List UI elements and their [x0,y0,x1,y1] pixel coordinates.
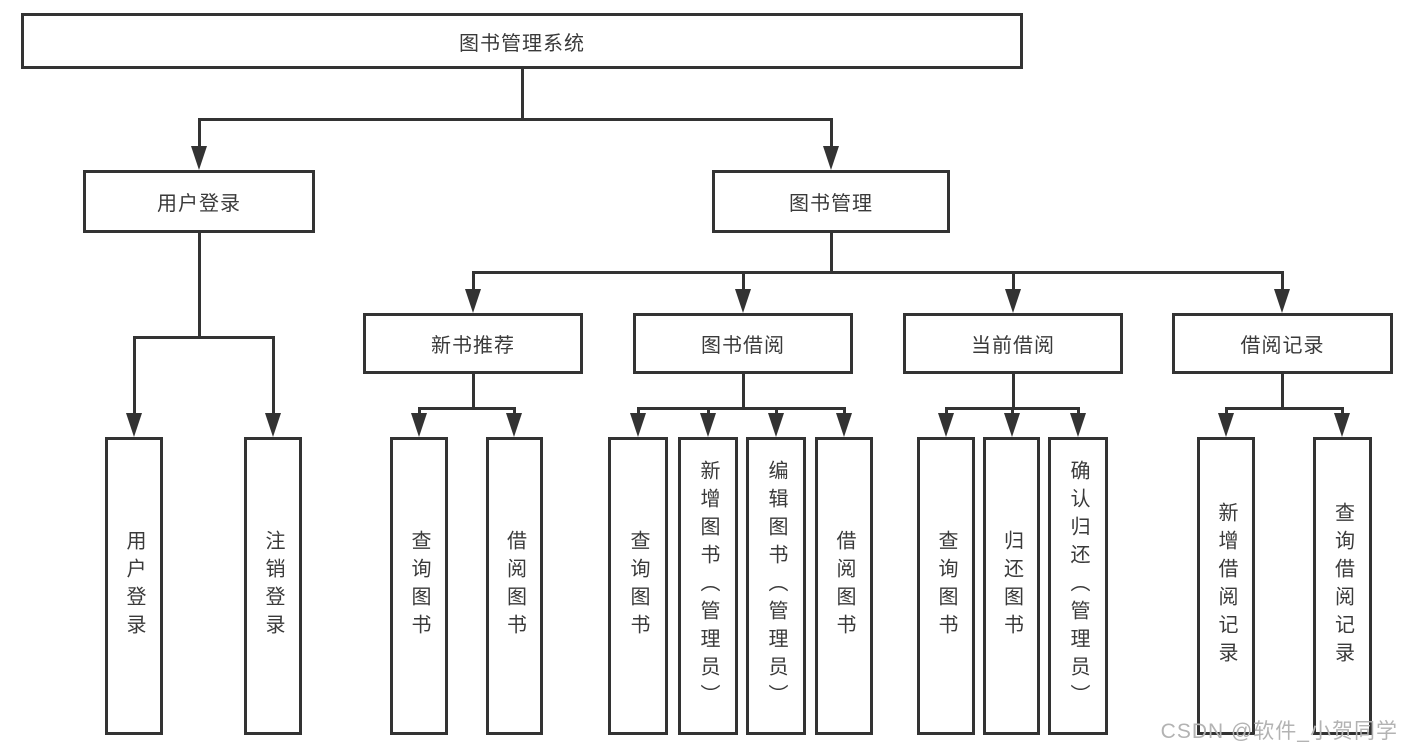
arrow-down-icon [1274,289,1290,313]
connector-stem-book-mgmt [830,233,833,274]
arrow-down-icon [1004,413,1020,437]
node-label: 确认归还（管理员） [1067,460,1089,712]
arrow-down-icon [126,413,142,437]
connector-stem-new-book-rec [472,374,475,410]
connector-drop-current-borrow [1011,407,1014,417]
arrow-down-icon [265,413,281,437]
node-query-borrow-record: 查询借阅记录 [1313,437,1372,735]
connector-drop-book-mgmt [1012,271,1015,293]
node-label: 用户登录 [157,193,241,215]
node-label: 编辑图书（管理员） [765,460,787,712]
connector-stem-current-borrow [1012,374,1015,410]
connector-drop-user-login [133,336,136,417]
node-add-book-admin: 新增图书（管理员） [678,437,738,735]
connector-drop-current-borrow [1077,407,1080,417]
node-borrow-book-1: 借阅图书 [486,437,543,735]
node-label: 借阅记录 [1240,335,1325,357]
node-root: 图书管理系统 [21,13,1023,69]
arrow-down-icon [1334,413,1350,437]
node-query-book-3: 查询图书 [917,437,975,735]
csdn-watermark: CSDN @软件_小贺同学 [1160,720,1398,743]
arrow-down-icon [938,413,954,437]
node-edit-book-admin: 编辑图书（管理员） [746,437,806,735]
connector-drop-borrow-records [1341,407,1344,417]
node-book-mgmt: 图书管理 [712,170,950,233]
connector-stem-root [521,69,524,121]
connector-stem-book-borrow [742,374,745,410]
arrow-down-icon [191,146,207,170]
node-label: 新书推荐 [431,335,515,357]
arrow-down-icon [506,413,522,437]
connector-stem-user-login [198,233,201,339]
node-user-login: 用户登录 [83,170,315,233]
node-label: 图书管理 [789,193,873,215]
node-borrow-book-2: 借阅图书 [815,437,873,735]
node-logout-op: 注销登录 [244,437,302,735]
arrow-down-icon [735,289,751,313]
node-query-book-2: 查询图书 [608,437,668,735]
connector-drop-book-borrow [707,407,710,417]
node-query-book-1: 查询图书 [390,437,448,735]
connector-drop-borrow-records [1225,407,1228,417]
connector-bar-book-mgmt [472,271,1284,274]
node-confirm-return-admin: 确认归还（管理员） [1048,437,1108,735]
connector-drop-book-mgmt [472,271,475,293]
node-add-borrow-record: 新增借阅记录 [1197,437,1255,735]
arrow-down-icon [1005,289,1021,313]
node-label: 用户登录 [123,530,145,642]
node-label: 查询借阅记录 [1331,502,1354,670]
connector-drop-book-borrow [843,407,846,417]
connector-bar-new-book-rec [418,407,516,410]
node-label: 借阅图书 [833,530,855,642]
arrow-down-icon [823,146,839,170]
arrow-down-icon [411,413,427,437]
connector-stem-borrow-records [1281,374,1284,410]
arrow-down-icon [700,413,716,437]
node-return-book: 归还图书 [983,437,1040,735]
node-book-borrow: 图书借阅 [633,313,853,374]
node-label: 查询图书 [408,530,430,642]
connector-drop-new-book-rec [513,407,516,417]
node-current-borrow: 当前借阅 [903,313,1123,374]
connector-drop-book-mgmt [1281,271,1284,293]
arrow-down-icon [768,413,784,437]
node-label: 图书借阅 [701,335,785,357]
connector-drop-root [830,118,833,150]
node-label: 当前借阅 [971,335,1055,357]
connector-drop-book-mgmt [742,271,745,293]
node-label: 借阅图书 [503,530,526,642]
node-new-book-rec: 新书推荐 [363,313,583,374]
connector-drop-current-borrow [945,407,948,417]
connector-bar-user-login [133,336,275,339]
connector-drop-new-book-rec [418,407,421,417]
arrow-down-icon [1070,413,1086,437]
connector-bar-borrow-records [1225,407,1344,410]
node-label: 图书管理系统 [459,32,585,55]
arrow-down-icon [836,413,852,437]
node-label: 新增借阅记录 [1215,502,1237,670]
node-label: 新增图书（管理员） [697,460,719,712]
node-label: 查询图书 [627,530,649,642]
connector-drop-book-borrow [637,407,640,417]
connector-bar-book-borrow [637,407,846,410]
connector-drop-user-login [272,336,275,417]
arrow-down-icon [1218,413,1234,437]
node-label: 注销登录 [262,530,284,642]
node-label: 归还图书 [1000,530,1023,642]
connector-bar-root [198,118,833,121]
arrow-down-icon [630,413,646,437]
arrow-down-icon [465,289,481,313]
connector-drop-root [198,118,201,150]
connector-drop-book-borrow [775,407,778,417]
node-borrow-records: 借阅记录 [1172,313,1393,374]
node-label: 查询图书 [935,530,957,642]
node-user-login-op: 用户登录 [105,437,163,735]
